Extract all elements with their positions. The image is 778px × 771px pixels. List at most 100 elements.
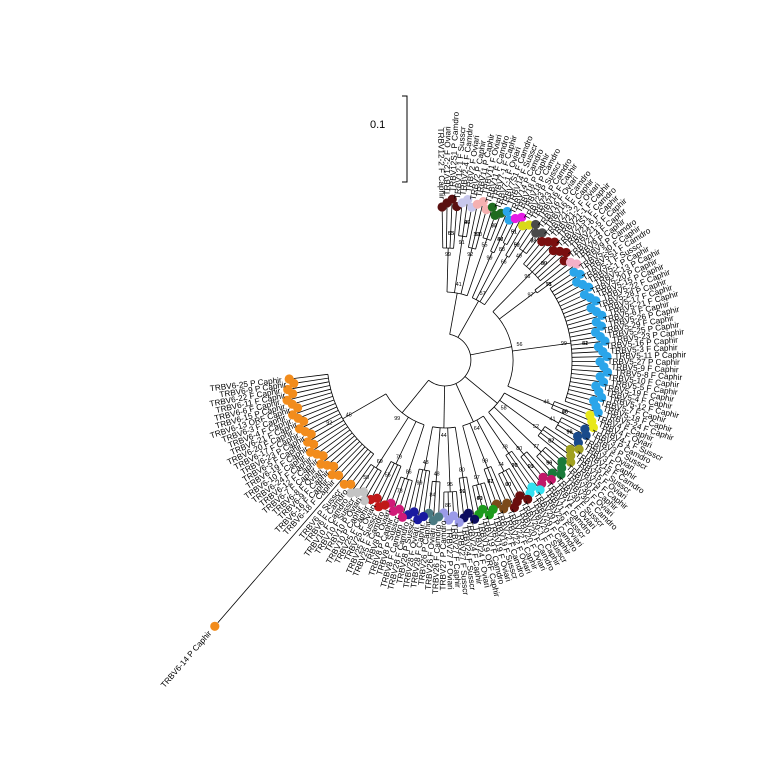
tree-branch: [551, 408, 590, 426]
tree-branch: [571, 369, 604, 373]
bootstrap-value: 97: [464, 220, 470, 226]
tree-branch: [488, 392, 505, 413]
tree-branch: [217, 449, 369, 624]
tree-branch: [466, 238, 488, 296]
tree-branch: [502, 222, 514, 243]
bootstrap-value: 78: [502, 445, 508, 451]
bootstrap-value: 73: [530, 238, 536, 244]
tree-branch: [505, 229, 521, 256]
bootstrap-value: 97: [474, 475, 480, 481]
tip-dot: [556, 469, 566, 480]
bootstrap-value: 99: [417, 480, 423, 486]
bootstrap-value: 73: [397, 488, 403, 494]
tip-label: TRBV5-11 P Caphir: [614, 350, 686, 361]
tree-branch: [372, 461, 392, 496]
tree-branch: [488, 411, 525, 455]
tip-label: TRBV12S1 P Camdro: [448, 111, 461, 192]
tip-label: TRBV26 F Oviari: [424, 528, 437, 591]
bootstrap-value: 99: [512, 463, 518, 469]
bootstrap-value: 69: [377, 459, 383, 465]
tree-branch: [492, 311, 514, 387]
tree-branch: [455, 383, 474, 422]
tip-dot: [597, 392, 607, 403]
tree-branch: [380, 464, 398, 503]
tree-branch: [341, 446, 366, 473]
bootstrap-value: 92: [326, 421, 332, 427]
tree-branch: [424, 426, 433, 471]
scale-bar-label: 0.1: [370, 119, 385, 131]
tip-dot: [523, 494, 533, 504]
bootstrap-value: 99: [482, 458, 488, 464]
bootstrap-value: 100: [473, 232, 482, 238]
tree-branch: [451, 491, 454, 512]
tree-branch: [490, 215, 506, 252]
tree-branch: [571, 356, 603, 358]
tree-branch: [428, 334, 472, 387]
bootstrap-value: 57: [480, 291, 486, 297]
tree-branch: [559, 296, 581, 307]
tree-branch: [571, 351, 599, 354]
tip-dot: [572, 259, 582, 269]
tree-branch: [353, 464, 372, 490]
bootstrap-value: 45: [346, 412, 352, 418]
bootstrap-value: 44: [441, 433, 447, 439]
bootstrap-value: 86: [445, 503, 451, 509]
tree-branch: [554, 284, 574, 296]
tree-branch: [555, 428, 575, 441]
tip-dot: [346, 488, 356, 498]
bootstrap-value: 80: [516, 446, 522, 452]
bootstrap-value: 99: [561, 341, 567, 347]
tip-dot: [596, 321, 607, 331]
bootstrap-value: 92: [460, 489, 466, 495]
tree-branch: [454, 427, 464, 478]
tip-dot: [303, 437, 313, 447]
tree-branch: [506, 221, 520, 245]
tree-branch: [480, 483, 489, 511]
bootstrap-value: 99: [460, 489, 466, 495]
bootstrap-values: 9991925599886649969799464152778078749997…: [326, 220, 588, 509]
tree-branch: [311, 420, 344, 440]
tree-branch: [366, 470, 382, 497]
tree-branch: [568, 322, 592, 330]
tip-label: TRBV5-27 P Caphir: [607, 357, 680, 367]
bootstrap-value: 99: [541, 261, 547, 267]
tree-branch: [365, 468, 379, 489]
tree-branch: [493, 406, 542, 453]
bootstrap-value: 46: [464, 220, 470, 226]
tree-branch: [419, 468, 430, 472]
tree-branch: [395, 421, 417, 465]
bootstrap-value: 91: [528, 464, 534, 470]
tree-branch: [526, 451, 549, 477]
tree-branch: [296, 392, 332, 404]
tree-branch: [462, 477, 469, 509]
tip-dot: [602, 351, 612, 362]
bootstrap-value: 87: [497, 237, 503, 243]
bootstrap-value: 58: [501, 405, 507, 411]
tree-branch: [571, 373, 596, 377]
tree-branch: [418, 470, 427, 516]
tree-branch: [466, 211, 472, 237]
tip-dot: [591, 296, 601, 306]
tree-branch: [446, 207, 448, 249]
bootstrap-value: 95: [447, 482, 453, 488]
tree-branch: [523, 454, 541, 475]
tree-branch: [447, 491, 449, 516]
tree-branch: [297, 385, 330, 394]
tree-branch: [378, 463, 395, 495]
tree-branch: [540, 432, 568, 454]
tree-branch: [423, 470, 431, 513]
tip-label: TRBV27 P Oviari: [444, 527, 454, 590]
tree-branch: [571, 341, 601, 346]
tree-branch: [375, 417, 409, 469]
tree-branch: [296, 399, 335, 414]
tree-branch: [534, 264, 568, 291]
tip-dot: [484, 510, 494, 520]
tree-branch: [540, 263, 561, 282]
bootstrap-value: 80: [541, 261, 547, 267]
tree-branch: [326, 432, 353, 454]
bootstrap-value: 70: [512, 463, 518, 469]
tip-label: TRBV6-14 P Caphir: [159, 629, 213, 690]
tree-branch: [303, 410, 339, 428]
tree-branch: [470, 346, 512, 356]
